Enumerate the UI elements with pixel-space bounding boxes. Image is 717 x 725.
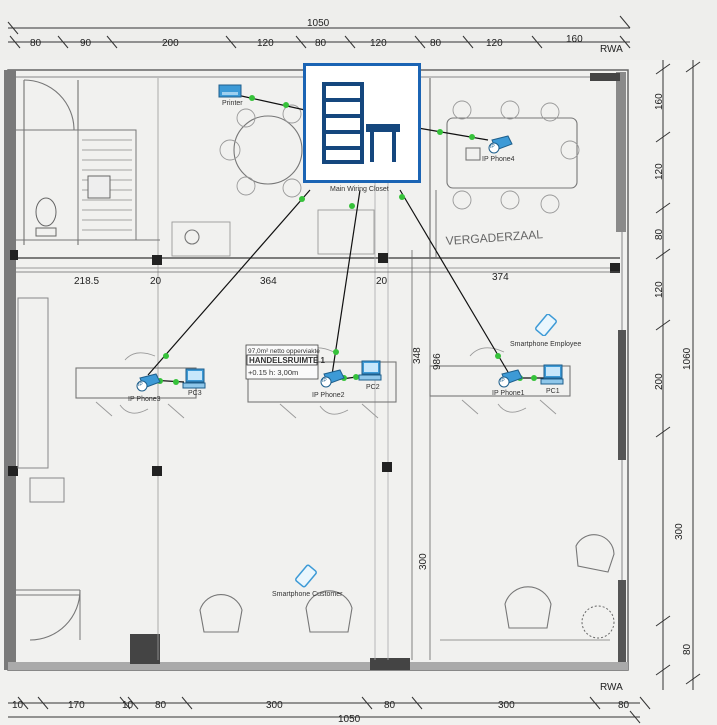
- ip-badge: IP: [138, 382, 143, 388]
- rwa-bottom-label: RWA: [600, 682, 623, 693]
- pc-icon: [540, 364, 564, 386]
- dim-bottom-total: 1050: [338, 714, 361, 725]
- sticker-room-name: HANDELSRUIMTE 1: [249, 356, 326, 365]
- dim-top-2: 90: [80, 38, 92, 49]
- pc2-device[interactable]: [358, 360, 382, 382]
- ipphone4-label: IP Phone4: [482, 156, 515, 163]
- dim-right-8: 80: [682, 643, 693, 655]
- dim-top-total: 1050: [307, 18, 330, 29]
- dim-interior-4: 20: [376, 276, 388, 287]
- printer-icon: [218, 84, 242, 98]
- ipphone3-device[interactable]: IP: [134, 372, 162, 392]
- dim-bottom-8: 80: [618, 700, 630, 711]
- printer-device[interactable]: [218, 84, 242, 98]
- ip-badge: IP: [490, 144, 495, 150]
- pc-icon: [358, 360, 382, 382]
- dim-top-6: 120: [370, 38, 387, 49]
- dim-interior-8: 300: [418, 553, 429, 570]
- ip-badge: IP: [322, 378, 327, 384]
- ipphone1-label: IP Phone1: [492, 390, 525, 397]
- smartphone-customer-label: Smartphone Customer: [272, 591, 342, 598]
- pc1-label: PC1: [546, 388, 560, 395]
- dim-bottom-7: 300: [498, 700, 515, 711]
- dim-right-total: 1060: [682, 347, 693, 370]
- dim-right-4: 120: [654, 281, 665, 298]
- dim-bottom-1: 10: [12, 700, 24, 711]
- rack-icon: [322, 82, 402, 164]
- smartphone-employee-device[interactable]: [534, 314, 558, 336]
- dim-right-1: 160: [654, 93, 665, 110]
- ipphone2-label: IP Phone2: [312, 392, 345, 399]
- sticker-area: 97,0m² netto opperviakte: [248, 348, 320, 355]
- printer-label: Printer: [222, 100, 243, 107]
- dim-bottom-4: 80: [155, 700, 167, 711]
- closet-label: Main Wiring Closet: [330, 186, 389, 193]
- pc-icon: [182, 368, 206, 390]
- main-wiring-closet[interactable]: [303, 63, 421, 183]
- dim-top-8: 120: [486, 38, 503, 49]
- dim-top-3: 200: [162, 38, 179, 49]
- dim-bottom-2: 170: [68, 700, 85, 711]
- dim-right-2: 120: [654, 163, 665, 180]
- rwa-top-label: RWA: [600, 44, 623, 55]
- dim-right-5: 200: [654, 373, 665, 390]
- pc2-label: PC2: [366, 384, 380, 391]
- smartphone-customer-device[interactable]: [294, 564, 318, 588]
- dim-top-4: 120: [257, 38, 274, 49]
- pc3-device[interactable]: [182, 368, 206, 390]
- dim-right-3: 80: [654, 228, 665, 240]
- dim-bottom-6: 80: [384, 700, 396, 711]
- dim-bottom-5: 300: [266, 700, 283, 711]
- dim-bottom-3: 10: [122, 700, 134, 711]
- pc3-label: PC3: [188, 390, 202, 397]
- dim-interior-1: 218.5: [74, 276, 99, 287]
- dim-top-1: 80: [30, 38, 42, 49]
- sticker-height: +0.15 h: 3,00m: [248, 368, 298, 377]
- dim-interior-6: 348: [412, 347, 423, 364]
- ipphone2-device[interactable]: IP: [318, 368, 346, 388]
- ipphone3-label: IP Phone3: [128, 396, 161, 403]
- dim-top-7: 80: [430, 38, 442, 49]
- dim-interior-3: 364: [260, 276, 277, 287]
- dim-interior-7: 986: [432, 353, 443, 370]
- ipphone1-device[interactable]: IP: [496, 368, 524, 388]
- dim-right-7: 300: [674, 523, 685, 540]
- dim-top-5: 80: [315, 38, 327, 49]
- dim-interior-2: 20: [150, 276, 162, 287]
- smartphone-employee-label: Smartphone Employee: [510, 341, 581, 348]
- dim-interior-5: 374: [492, 272, 509, 283]
- ip-badge: IP: [500, 378, 505, 384]
- smartphone-icon: [294, 564, 318, 588]
- smartphone-icon: [534, 314, 558, 336]
- room-sticker: 97,0m² netto opperviakte HANDELSRUIMTE 1…: [246, 345, 326, 379]
- ipphone4-device[interactable]: IP: [486, 134, 514, 154]
- pc1-device[interactable]: [540, 364, 564, 386]
- dim-top-9: 160: [566, 34, 583, 45]
